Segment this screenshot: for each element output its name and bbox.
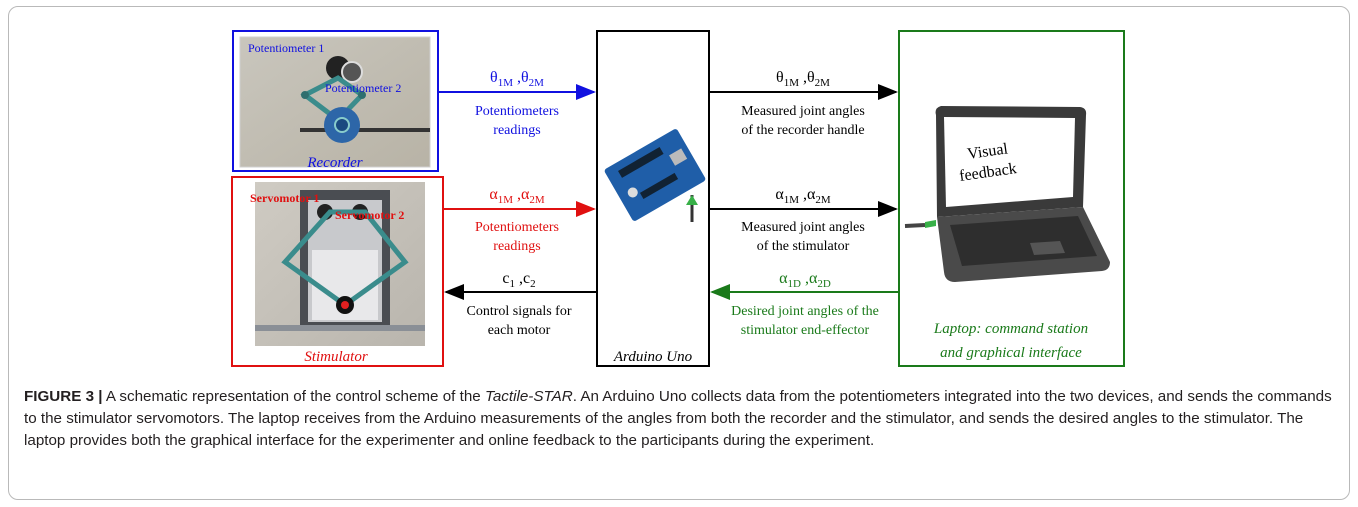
ard-to-lap-theta-symbols: θ1M ,θ2M: [776, 69, 830, 89]
stim-to-ard-desc-2: readings: [493, 239, 540, 254]
rec-to-ard-symbols: θ1M ,θ2M: [490, 69, 544, 89]
ard-to-stim-desc-2: each motor: [488, 323, 551, 338]
servomotor-1-label: Servomotor 1: [250, 191, 319, 205]
laptop-panel: Visual feedback Laptop: command station …: [898, 30, 1125, 367]
figure-frame: [8, 6, 1350, 500]
figure-caption: FIGURE 3 | A schematic representation of…: [24, 386, 1334, 452]
ard-to-stim-symbols: c1 ,c2: [502, 270, 535, 290]
ard-to-stim-desc-1: Control signals for: [467, 304, 572, 319]
stimulator-border: [231, 176, 444, 367]
rec-to-ard-desc-2: readings: [493, 123, 540, 138]
rec-to-ard-desc-1: Potentiometers: [475, 104, 559, 119]
lap-to-ard-desc-1: Desired joint angles of the: [731, 304, 879, 319]
arduino-board-icon: [604, 129, 706, 221]
laptop-title-line-2: and graphical interface: [940, 345, 1082, 361]
recorder-title: Recorder: [306, 155, 362, 171]
visual-feedback-line-1: Visual: [966, 140, 1009, 163]
recorder-panel: Potentiometer 1 Potentiometer 2 Recorder: [232, 30, 439, 172]
stimulator-panel: Servomotor 1 Servomotor 2 Stimulator: [231, 176, 444, 367]
lap-to-ard-symbols: α1D ,α2D: [779, 270, 831, 290]
stim-to-ard-desc-1: Potentiometers: [475, 220, 559, 235]
stimulator-title: Stimulator: [304, 349, 368, 365]
ard-to-lap-theta-desc-2: of the recorder handle: [741, 123, 864, 138]
servomotor-2-label: Servomotor 2: [335, 208, 404, 222]
stimulator-linkage: [281, 209, 409, 309]
arduino-panel: Arduino Uno: [596, 30, 710, 367]
caption-text-part-1: A schematic representation of the contro…: [102, 388, 485, 405]
lap-to-ard-desc-2: stimulator end-effector: [741, 323, 870, 338]
laptop-title-line-1: Laptop: command station: [933, 321, 1088, 337]
caption-italic-term: Tactile-STAR: [484, 388, 573, 405]
caption-text-part-2: . An Arduino Uno collects data from the …: [24, 388, 1332, 449]
ard-to-lap-alpha-desc-1: Measured joint angles: [741, 220, 865, 235]
ard-to-lap-alpha-desc-2: of the stimulator: [757, 239, 850, 254]
caption-label: FIGURE 3 |: [24, 388, 103, 405]
arduino-title: Arduino Uno: [613, 349, 693, 365]
laptop-icon: [904, 106, 1110, 282]
potentiometer-1-label: Potentiometer 1: [248, 41, 324, 55]
recorder-border: [232, 30, 439, 172]
control-scheme-diagram: Potentiometer 1 Potentiometer 2 Recorder…: [231, 30, 1125, 367]
ard-to-lap-alpha-symbols: α1M ,α2M: [775, 186, 831, 206]
ard-to-lap-theta-desc-1: Measured joint angles: [741, 104, 865, 119]
stim-to-ard-symbols: α1M ,α2M: [489, 186, 545, 206]
potentiometer-2-label: Potentiometer 2: [325, 81, 401, 95]
